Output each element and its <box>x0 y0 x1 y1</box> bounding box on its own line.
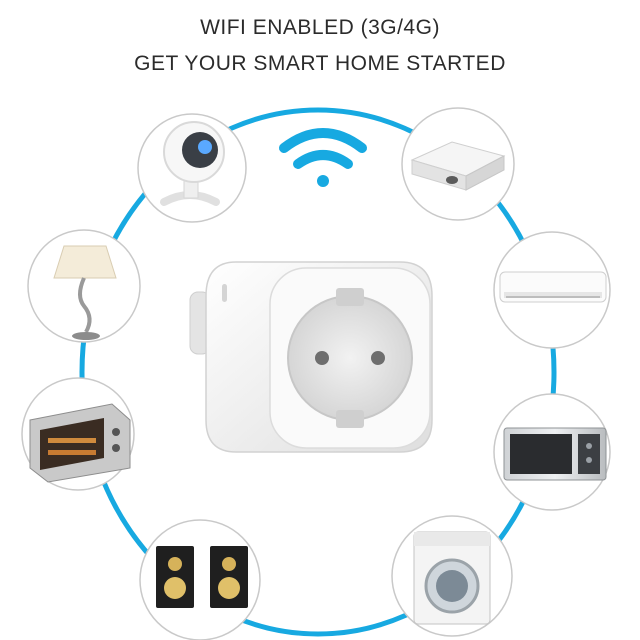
smart-plug <box>189 261 433 453</box>
fan-bubble <box>137 113 247 223</box>
headline-wifi: WIFI ENABLED (3G/4G) <box>200 16 440 39</box>
oven <box>29 403 131 483</box>
table-lamp <box>53 245 117 340</box>
lamp-bubble <box>27 229 141 343</box>
washing-machine <box>413 531 491 625</box>
microwave <box>503 427 607 481</box>
washer-bubble <box>391 515 513 637</box>
wifi-icon <box>279 128 367 187</box>
speakers <box>156 546 248 608</box>
projector <box>410 141 506 191</box>
speakers-bubble <box>139 519 261 640</box>
fan <box>160 121 225 206</box>
headline-smart-home: GET YOUR SMART HOME STARTED <box>134 52 506 75</box>
air-conditioner <box>499 271 607 303</box>
ac-bubble <box>493 231 611 349</box>
projector-bubble <box>401 107 515 221</box>
microwave-bubble <box>493 393 611 511</box>
connection-ring <box>79 107 557 637</box>
oven-bubble <box>21 377 135 491</box>
